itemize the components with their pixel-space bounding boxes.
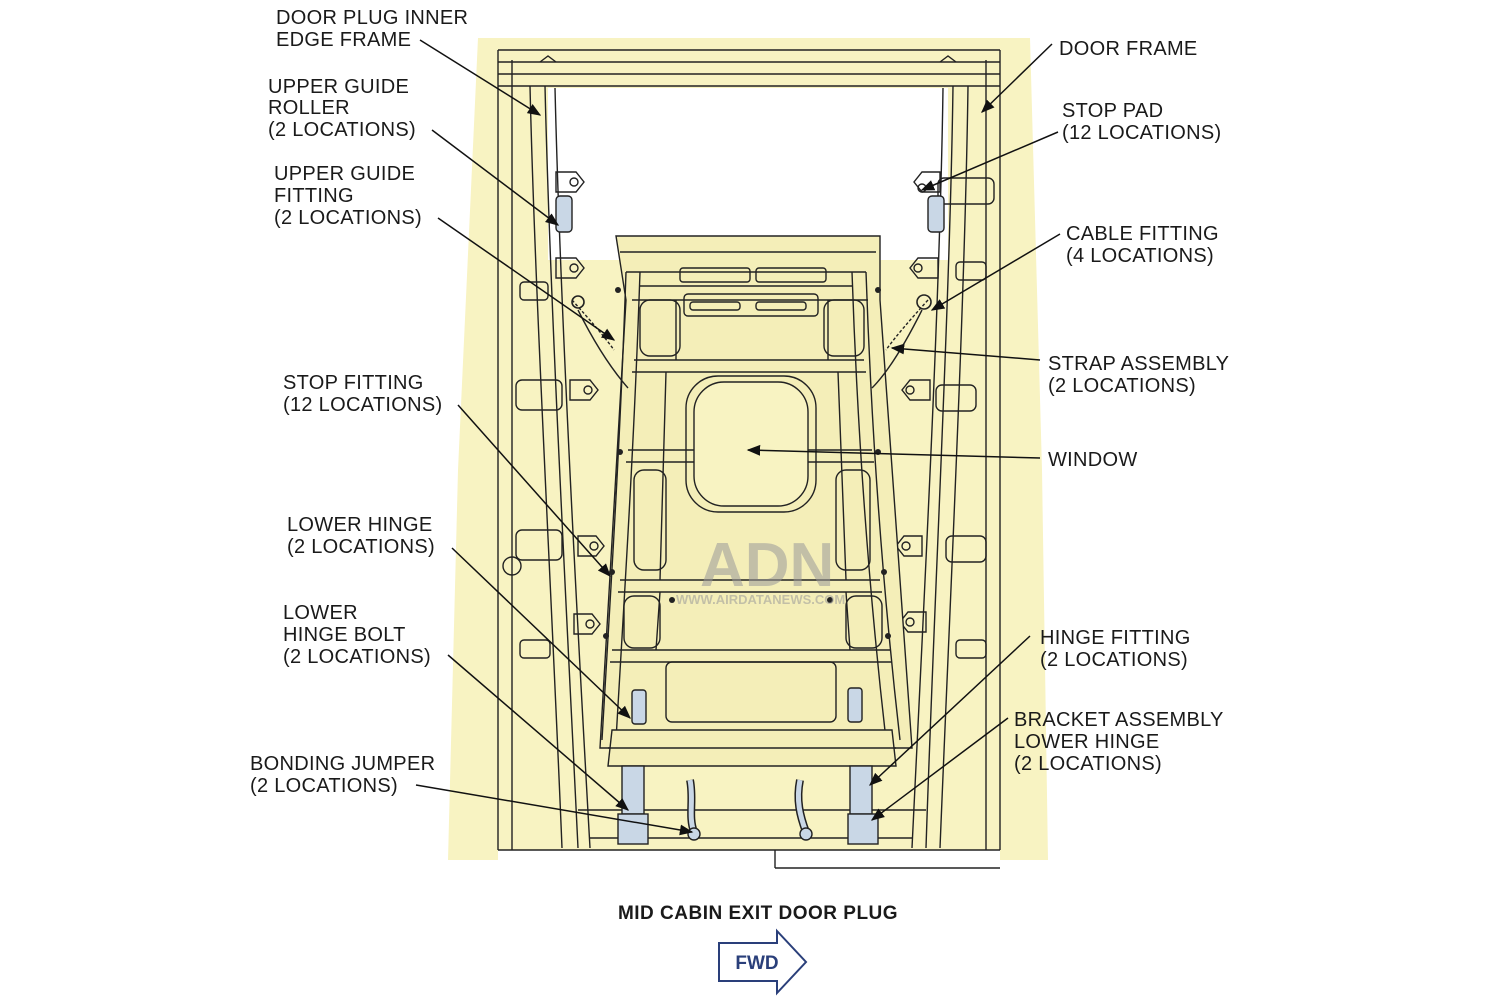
svg-text:ROLLER: ROLLER <box>268 97 350 119</box>
svg-text:UPPER GUIDE: UPPER GUIDE <box>274 163 415 185</box>
callout-door-plug-inner-edge-frame: DOOR PLUG INNER EDGE FRAME <box>276 7 468 51</box>
door-frame <box>497 49 1001 869</box>
svg-text:(4 LOCATIONS): (4 LOCATIONS) <box>1066 245 1214 267</box>
leader-lines <box>415 39 1061 836</box>
svg-text:STOP PAD: STOP PAD <box>1062 100 1163 122</box>
svg-text:BRACKET ASSEMBLY: BRACKET ASSEMBLY <box>1014 709 1224 731</box>
strap-assembly <box>571 294 932 389</box>
callout-door-frame: DOOR FRAME <box>1059 38 1198 60</box>
svg-text:UPPER GUIDE: UPPER GUIDE <box>268 76 409 98</box>
svg-text:DOOR FRAME: DOOR FRAME <box>1059 38 1198 60</box>
callout-stop-fitting: STOP FITTING (12 LOCATIONS) <box>283 372 442 416</box>
callout-hinge-fitting: HINGE FITTING (2 LOCATIONS) <box>1040 627 1191 671</box>
svg-text:(2 LOCATIONS): (2 LOCATIONS) <box>250 775 398 797</box>
svg-text:WINDOW: WINDOW <box>1048 449 1138 471</box>
svg-text:STRAP ASSEMBLY: STRAP ASSEMBLY <box>1048 353 1229 375</box>
svg-text:(2 LOCATIONS): (2 LOCATIONS) <box>287 536 435 558</box>
svg-text:(12 LOCATIONS): (12 LOCATIONS) <box>283 394 442 416</box>
callout-bonding-jumper: BONDING JUMPER (2 LOCATIONS) <box>250 753 435 797</box>
callout-cable-fitting: CABLE FITTING (4 LOCATIONS) <box>1066 223 1219 267</box>
svg-text:EDGE FRAME: EDGE FRAME <box>276 29 411 51</box>
forward-arrow-icon: FWD <box>718 928 808 996</box>
callout-bracket-assembly-lower-hinge: BRACKET ASSEMBLY LOWER HINGE (2 LOCATION… <box>1014 709 1224 775</box>
callout-stop-pad: STOP PAD (12 LOCATIONS) <box>1062 100 1221 144</box>
svg-text:HINGE FITTING: HINGE FITTING <box>1040 627 1191 649</box>
callout-upper-guide-fitting: UPPER GUIDE FITTING (2 LOCATIONS) <box>274 163 422 229</box>
svg-text:STOP FITTING: STOP FITTING <box>283 372 424 394</box>
callout-strap-assembly: STRAP ASSEMBLY (2 LOCATIONS) <box>1048 353 1229 397</box>
svg-text:(2 LOCATIONS): (2 LOCATIONS) <box>268 119 416 141</box>
callout-window: WINDOW <box>1048 449 1138 471</box>
callout-lower-hinge: LOWER HINGE (2 LOCATIONS) <box>287 514 435 558</box>
svg-text:(2 LOCATIONS): (2 LOCATIONS) <box>283 646 431 668</box>
svg-text:(2 LOCATIONS): (2 LOCATIONS) <box>274 207 422 229</box>
callout-upper-guide-roller: UPPER GUIDE ROLLER (2 LOCATIONS) <box>268 76 416 141</box>
svg-text:(2 LOCATIONS): (2 LOCATIONS) <box>1048 375 1196 397</box>
watermark-url: WWW.AIRDATANEWS.COM <box>676 592 845 607</box>
svg-text:CABLE FITTING: CABLE FITTING <box>1066 223 1219 245</box>
svg-text:DOOR PLUG INNER: DOOR PLUG INNER <box>276 7 468 29</box>
watermark-mark: ADN <box>700 531 834 600</box>
svg-text:(2 LOCATIONS): (2 LOCATIONS) <box>1014 753 1162 775</box>
diagram-caption: MID CABIN EXIT DOOR PLUG <box>618 903 898 924</box>
svg-text:(12 LOCATIONS): (12 LOCATIONS) <box>1062 122 1221 144</box>
svg-text:BONDING JUMPER: BONDING JUMPER <box>250 753 435 775</box>
svg-text:FITTING: FITTING <box>274 185 354 207</box>
svg-text:HINGE BOLT: HINGE BOLT <box>283 624 406 646</box>
svg-text:LOWER: LOWER <box>283 602 358 624</box>
door-plug <box>599 235 913 767</box>
callout-lower-hinge-bolt: LOWER HINGE BOLT (2 LOCATIONS) <box>283 602 431 668</box>
svg-text:(2 LOCATIONS): (2 LOCATIONS) <box>1040 649 1188 671</box>
svg-text:LOWER HINGE: LOWER HINGE <box>287 514 433 536</box>
svg-text:LOWER HINGE: LOWER HINGE <box>1014 731 1160 753</box>
stop-fittings <box>555 171 945 635</box>
forward-direction-label: FWD <box>735 953 778 974</box>
window <box>693 381 809 507</box>
watermark: ADN WWW.AIRDATANEWS.COM <box>676 531 845 607</box>
